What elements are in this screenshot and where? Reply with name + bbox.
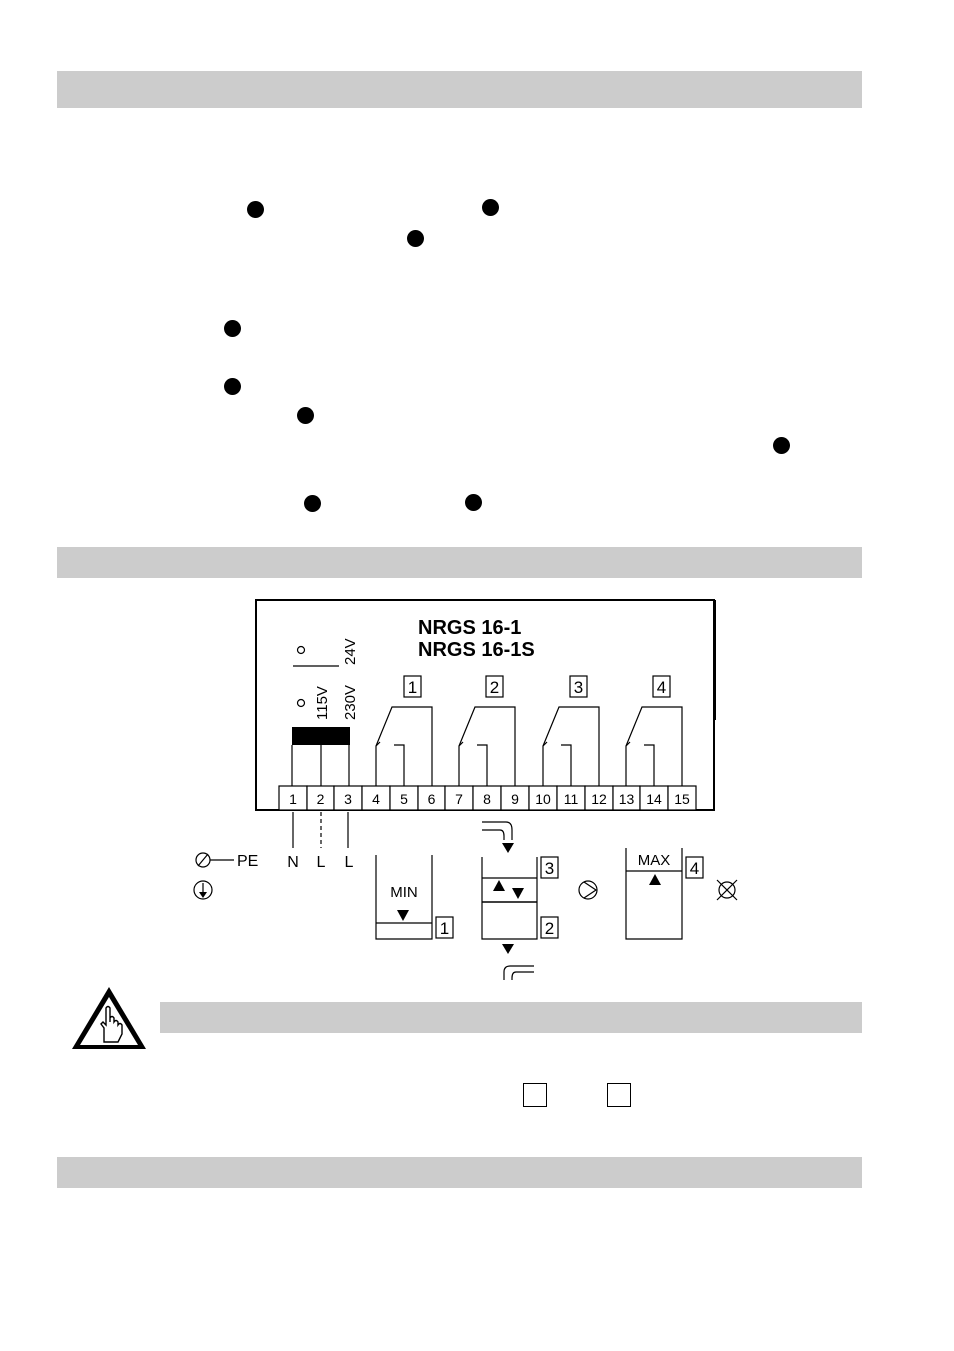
relay-contact-3 bbox=[542, 706, 600, 786]
terminal-cell bbox=[667, 785, 697, 811]
max-label: MAX bbox=[638, 852, 671, 869]
voltage-230v-label: 230V bbox=[342, 685, 359, 720]
device-title-line1: NRGS 16-1 bbox=[418, 617, 521, 639]
terminal-cell bbox=[278, 785, 308, 811]
line-label: L bbox=[317, 854, 326, 871]
terminal-cell bbox=[361, 785, 391, 811]
reference-dot bbox=[224, 320, 241, 337]
terminal-cell bbox=[500, 785, 530, 811]
warning-hand-icon bbox=[70, 984, 150, 1059]
relay-label-2: 2 bbox=[485, 675, 504, 698]
reference-dot bbox=[304, 495, 321, 512]
terminal-number: 2 bbox=[317, 791, 325, 807]
relay-contact-4 bbox=[625, 706, 683, 786]
earth-icon bbox=[193, 880, 213, 900]
reference-box bbox=[523, 1083, 547, 1107]
relay-contact-1 bbox=[375, 706, 433, 786]
svg-text:2: 2 bbox=[490, 678, 499, 697]
section-bar-3 bbox=[160, 1002, 862, 1033]
pump-icon bbox=[578, 880, 598, 900]
terminal-number: 12 bbox=[591, 791, 607, 807]
max-level-symbol: MAX 4 bbox=[625, 848, 704, 940]
inflow-pipe-icon bbox=[482, 821, 513, 840]
terminal-number: 1 bbox=[289, 791, 297, 807]
terminal-cell bbox=[417, 785, 446, 811]
svg-text:2: 2 bbox=[545, 919, 554, 938]
line-label: L bbox=[345, 854, 354, 871]
relay-contact-2 bbox=[458, 706, 516, 786]
svg-text:3: 3 bbox=[545, 859, 554, 878]
terminal-number: 7 bbox=[455, 791, 463, 807]
section-bar-2 bbox=[57, 547, 862, 578]
voltage-selector-contact bbox=[296, 698, 306, 708]
terminal-number: 8 bbox=[483, 791, 491, 807]
reference-dot bbox=[773, 437, 790, 454]
reference-dot bbox=[482, 199, 499, 216]
terminal-number: 15 bbox=[674, 791, 690, 807]
terminal-number: 9 bbox=[511, 791, 519, 807]
svg-text:4: 4 bbox=[690, 859, 699, 878]
pe-label: PE bbox=[237, 853, 258, 870]
reference-dot bbox=[247, 201, 264, 218]
neutral-label: N bbox=[287, 854, 299, 871]
reference-dot bbox=[407, 230, 424, 247]
outflow-pipe-icon bbox=[503, 965, 534, 980]
relay-label-3: 3 bbox=[569, 675, 588, 698]
terminal-number: 5 bbox=[400, 791, 408, 807]
terminal-number: 14 bbox=[646, 791, 662, 807]
section-bar-4 bbox=[57, 1157, 862, 1188]
terminal-cell bbox=[472, 785, 502, 811]
terminal-number: 13 bbox=[619, 791, 635, 807]
min-label: MIN bbox=[390, 884, 418, 901]
reference-dot bbox=[224, 378, 241, 395]
relay-label-4: 4 bbox=[652, 675, 671, 698]
reference-box bbox=[607, 1083, 631, 1107]
terminal-number: 3 bbox=[344, 791, 352, 807]
pump-control-level-symbol: 3 2 bbox=[481, 856, 559, 940]
section-bar-1 bbox=[57, 71, 862, 108]
relay-label-1: 1 bbox=[403, 675, 422, 698]
reference-dot bbox=[465, 494, 482, 511]
svg-text:4: 4 bbox=[657, 678, 666, 697]
terminal-number: 10 bbox=[535, 791, 551, 807]
voltage-jumper-block bbox=[292, 727, 350, 745]
voltage-115v-label: 115V bbox=[314, 686, 331, 720]
svg-text:1: 1 bbox=[408, 678, 417, 697]
reference-dot bbox=[297, 407, 314, 424]
terminal-number: 6 bbox=[428, 791, 436, 807]
alarm-lamp-icon bbox=[716, 879, 738, 901]
terminal-cell bbox=[389, 785, 419, 811]
terminal-cell bbox=[639, 785, 669, 811]
terminal-number: 4 bbox=[372, 791, 380, 807]
voltage-24v-label: 24V bbox=[342, 638, 359, 665]
voltage-selector-contact bbox=[296, 645, 306, 655]
min-level-symbol: MIN 1 bbox=[375, 855, 454, 940]
terminal-cell bbox=[444, 785, 474, 811]
device-title-line2: NRGS 16-1S bbox=[418, 639, 535, 661]
terminal-cell bbox=[528, 785, 558, 811]
terminal-number: 11 bbox=[564, 791, 579, 807]
svg-text:3: 3 bbox=[574, 678, 583, 697]
svg-text:1: 1 bbox=[440, 919, 449, 938]
